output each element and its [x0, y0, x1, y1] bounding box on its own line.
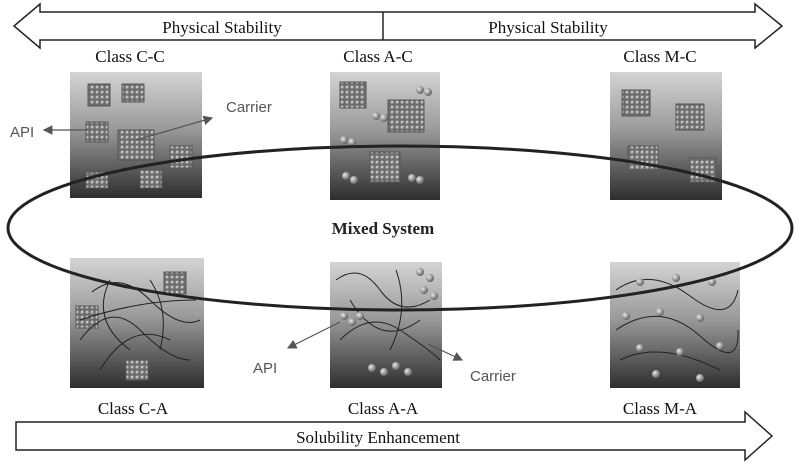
- panel-class-ac: [330, 72, 440, 200]
- api-annotation-bottom: API: [253, 321, 341, 377]
- api-bottom-label: API: [253, 360, 277, 377]
- physical-stability-left-label: Physical Stability: [162, 18, 282, 37]
- class-mc-label: Class M-C: [623, 47, 696, 66]
- class-ma-label: Class M-A: [623, 399, 698, 418]
- carrier-top-label: Carrier: [226, 99, 272, 116]
- physical-stability-right-label: Physical Stability: [488, 18, 608, 37]
- amorphous-particles-aa: [340, 268, 438, 376]
- class-ac-label: Class A-C: [343, 47, 412, 66]
- panel-class-aa: [330, 262, 442, 388]
- mixed-system-label: Mixed System: [332, 219, 434, 238]
- api-annotation-top: API: [10, 124, 88, 141]
- panel-class-cc: [70, 72, 202, 198]
- class-ca-label: Class C-A: [98, 399, 169, 418]
- mixed-system-ellipse: [6, 144, 794, 312]
- panel-class-ma: [610, 262, 740, 388]
- carrier-annotation-bottom: Carrier: [427, 343, 516, 385]
- api-top-label: API: [10, 124, 34, 141]
- solubility-enhancement-label: Solubility Enhancement: [296, 428, 460, 447]
- carrier-bottom-label: Carrier: [470, 368, 516, 385]
- solubility-enhancement-arrow: Solubility Enhancement: [15, 410, 774, 462]
- panel-class-mc: [610, 72, 722, 200]
- carrier-annotation-top: Carrier: [135, 99, 272, 141]
- class-cc-label: Class C-C: [95, 47, 164, 66]
- class-aa-label: Class A-A: [348, 399, 419, 418]
- physical-stability-arrow: Physical Stability Physical Stability: [12, 2, 784, 50]
